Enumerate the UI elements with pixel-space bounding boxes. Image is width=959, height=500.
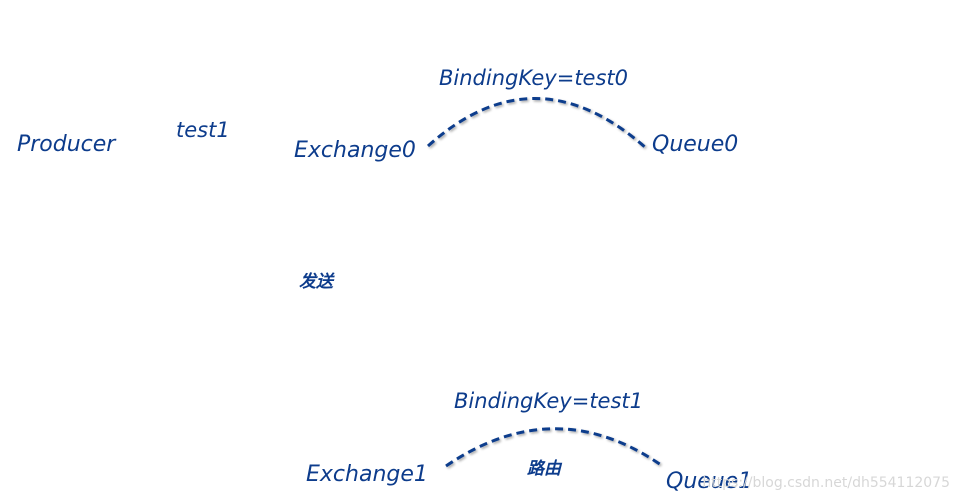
edge-label-send: 发送 [299,272,335,292]
queue1-node: Queue1 [666,469,752,494]
binding-arc-exchange1-queue1 [445,427,662,468]
producer-node: Producer [17,132,117,157]
watermark-text: https://blog.csdn.net/dh554112075 [702,475,950,491]
queue0-node: Queue0 [652,132,738,157]
exchange1-node: Exchange1 [306,462,428,487]
binding-key-test1: BindingKey=test1 [454,389,643,413]
edge-label-route: 路由 [527,459,563,479]
exchange0-node: Exchange0 [294,138,416,163]
binding-arc-exchange0-queue0 [426,97,647,150]
edge-label-test1: test1 [176,118,230,142]
binding-key-test0: BindingKey=test0 [439,66,628,90]
